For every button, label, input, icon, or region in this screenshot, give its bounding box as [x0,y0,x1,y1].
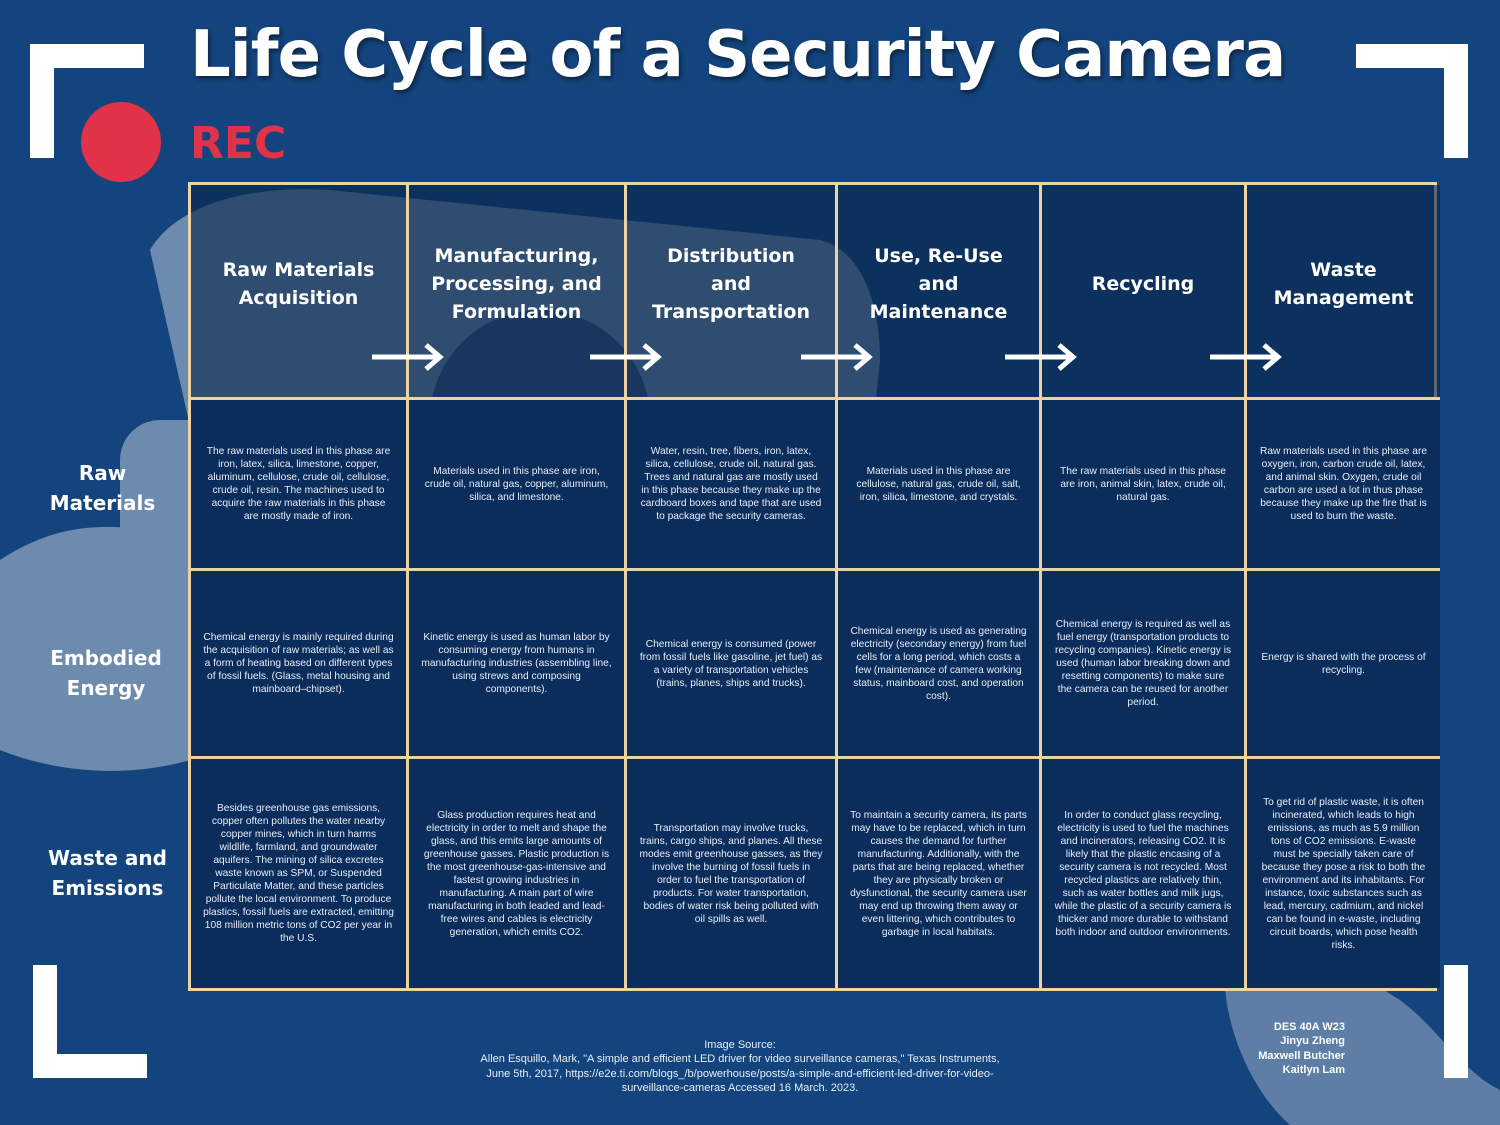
table-cell: Chemical energy is consumed (power from … [627,571,838,759]
cell-text: To get rid of plastic waste, it is often… [1261,796,1426,951]
table-cell: Chemical energy is used as generating el… [838,571,1042,759]
column-header: Use, Re-Use and Maintenance [838,185,1077,400]
course-code: DES 40A W23 [1273,1021,1345,1033]
column-header-label: Distribution and Transportation [651,245,810,323]
table-cell: Kinetic energy is used as human labor by… [409,571,627,759]
arrow-right-icon [1005,343,1077,371]
table-cell: Energy is shared with the process of rec… [1247,571,1440,759]
table-cell: Chemical energy is required as well as f… [1042,571,1247,759]
table-cell: Materials used in this phase are iron, c… [409,400,627,571]
column-header: Raw Materials Acquisition [191,185,444,400]
row-label-embodied-energy: Embodied Energy [50,646,162,700]
record-dot-icon [81,102,161,182]
table-cell: To get rid of plastic waste, it is often… [1247,759,1440,988]
cell-text: Chemical energy is required as well as f… [1054,619,1232,708]
column-header-label: Manufacturing, Processing, and Formulati… [431,245,602,323]
source-citation: Allen Esquillo, Mark, "A simple and effi… [480,1053,1000,1095]
author-name: Maxwell Butcher [1258,1049,1345,1062]
viewfinder-corner-icon [33,965,57,1078]
viewfinder-corner-icon [1444,965,1468,1078]
cell-text: Chemical energy is mainly required durin… [203,632,394,695]
cell-text: Water, resin, tree, fibers, iron, latex,… [640,446,822,522]
table-cell: Materials used in this phase are cellulo… [838,400,1042,571]
author-name: Kaitlyn Lam [1282,1064,1345,1077]
credits: DES 40A W23 Jinyu Zheng Maxwell Butcher … [1258,1020,1345,1078]
table-cell: The raw materials used in this phase are… [191,400,409,571]
column-header-label: Recycling [1091,273,1195,295]
source-heading: Image Source: [704,1039,776,1051]
table-cell: Chemical energy is mainly required durin… [191,571,409,759]
cell-text: Raw materials used in this phase are oxy… [1259,446,1428,522]
cell-text: Glass production requires heat and elect… [423,809,610,938]
cell-text: Transportation may involve trucks, train… [639,822,823,925]
column-header-label: Raw Materials Acquisition [222,259,375,309]
row-label-raw-materials: Raw Materials [49,461,156,515]
rec-label: REC [190,118,287,169]
arrow-right-icon [1210,343,1282,371]
author-name: Jinyu Zheng [1280,1035,1345,1048]
cell-text: Energy is shared with the process of rec… [1261,651,1426,676]
table-cell: Glass production requires heat and elect… [409,759,627,988]
table-cell: Besides greenhouse gas emissions, copper… [191,759,409,988]
viewfinder-corner-icon [30,44,54,158]
column-header: Waste Management [1247,185,1440,400]
column-header: Manufacturing, Processing, and Formulati… [409,185,662,400]
image-source: Image Source: Allen Esquillo, Mark, "A s… [480,1038,1000,1096]
cell-text: To maintain a security camera, its parts… [850,809,1027,938]
arrow-right-icon [590,343,662,371]
column-header: Recycling [1042,185,1282,400]
table-cell: Water, resin, tree, fibers, iron, latex,… [627,400,838,571]
viewfinder-corner-icon [1444,44,1468,158]
row-label-waste-emissions: Waste and Emissions [48,846,167,900]
column-header-label: Use, Re-Use and Maintenance [869,245,1008,323]
page-title: Life Cycle of a Security Camera [190,18,1286,92]
cell-text: Materials used in this phase are iron, c… [424,465,609,503]
arrow-right-icon [372,343,444,371]
cell-text: In order to conduct glass recycling, ele… [1054,809,1232,938]
cell-text: The raw materials used in this phase are… [206,446,391,522]
cell-text: Besides greenhouse gas emissions, copper… [203,803,394,944]
lifecycle-table: Raw Materials Acquisition Manufacturing,… [188,182,1440,991]
arrow-right-icon [801,343,873,371]
cell-text: Materials used in this phase are cellulo… [856,465,1021,503]
cell-text: Kinetic energy is used as human labor by… [421,632,612,695]
table-cell: Transportation may involve trucks, train… [627,759,838,988]
table-cell: To maintain a security camera, its parts… [838,759,1042,988]
cell-text: Chemical energy is used as generating el… [850,625,1027,702]
cell-text: The raw materials used in this phase are… [1060,465,1226,503]
column-header: Distribution and Transportation [627,185,873,400]
table-cell: The raw materials used in this phase are… [1042,400,1247,571]
column-header-label: Waste Management [1273,259,1414,309]
table-cell: In order to conduct glass recycling, ele… [1042,759,1247,988]
table-cell: Raw materials used in this phase are oxy… [1247,400,1440,571]
cell-text: Chemical energy is consumed (power from … [639,638,823,689]
